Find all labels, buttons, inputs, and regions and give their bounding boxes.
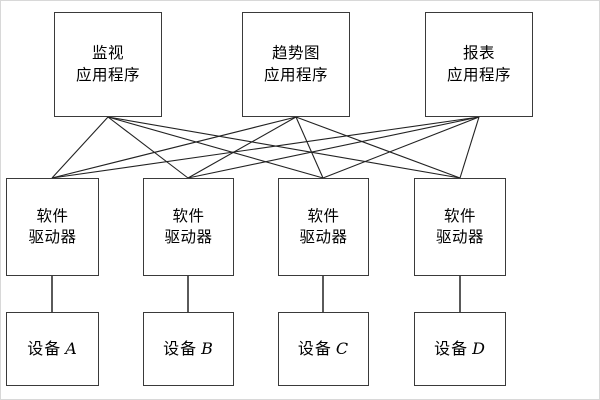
connector-app-trend-to-driver-c	[295, 116, 324, 179]
device-d-letter: D	[472, 338, 486, 358]
driver-d-line-2: 驱动器	[435, 228, 484, 246]
app-trend[interactable]: 趋势图应用程序	[242, 12, 350, 117]
driver-a-line-1: 软件	[36, 206, 69, 225]
connector-app-report-to-driver-a	[51, 116, 480, 179]
device-b-letter: B	[201, 338, 214, 358]
driver-a[interactable]: 软件驱动器	[6, 178, 99, 276]
app-report[interactable]: 报表应用程序	[425, 12, 533, 117]
app-report-line-2: 应用程序	[446, 65, 511, 84]
driver-d-line-1: 软件	[443, 206, 476, 225]
app-monitor[interactable]: 监视应用程序	[54, 12, 162, 117]
app-trend-line-1: 趋势图	[271, 44, 320, 63]
connector-app-report-to-driver-d	[459, 116, 480, 179]
app-monitor-line-2: 应用程序	[75, 65, 140, 84]
connector-app-trend-to-driver-a	[51, 116, 297, 179]
driver-b-line-1: 软件	[172, 206, 205, 225]
driver-c[interactable]: 软件驱动器	[278, 178, 369, 276]
connector-app-monitor-to-driver-d	[107, 116, 461, 179]
connector-app-monitor-to-driver-c	[107, 116, 324, 179]
connector-app-trend-to-driver-d	[295, 116, 461, 179]
device-c-letter: C	[335, 338, 350, 358]
app-monitor-line-1: 监视	[91, 44, 124, 63]
driver-b-line-2: 驱动器	[164, 228, 213, 246]
device-a-letter: A	[65, 338, 78, 358]
app-trend-line-2: 应用程序	[263, 65, 328, 84]
driver-c-line-1: 软件	[307, 206, 340, 225]
driver-a-line-2: 驱动器	[28, 228, 77, 246]
driver-d[interactable]: 软件驱动器	[414, 178, 506, 276]
connector-app-monitor-to-driver-b	[107, 116, 189, 179]
connector-app-trend-to-driver-b	[187, 116, 297, 179]
connector-app-report-to-driver-c	[322, 116, 480, 179]
connector-app-monitor-to-driver-a	[51, 116, 109, 179]
driver-c-line-2: 驱动器	[299, 228, 348, 246]
app-report-line-1: 报表	[462, 44, 495, 63]
driver-b[interactable]: 软件驱动器	[143, 178, 234, 276]
connector-app-report-to-driver-b	[187, 116, 480, 179]
